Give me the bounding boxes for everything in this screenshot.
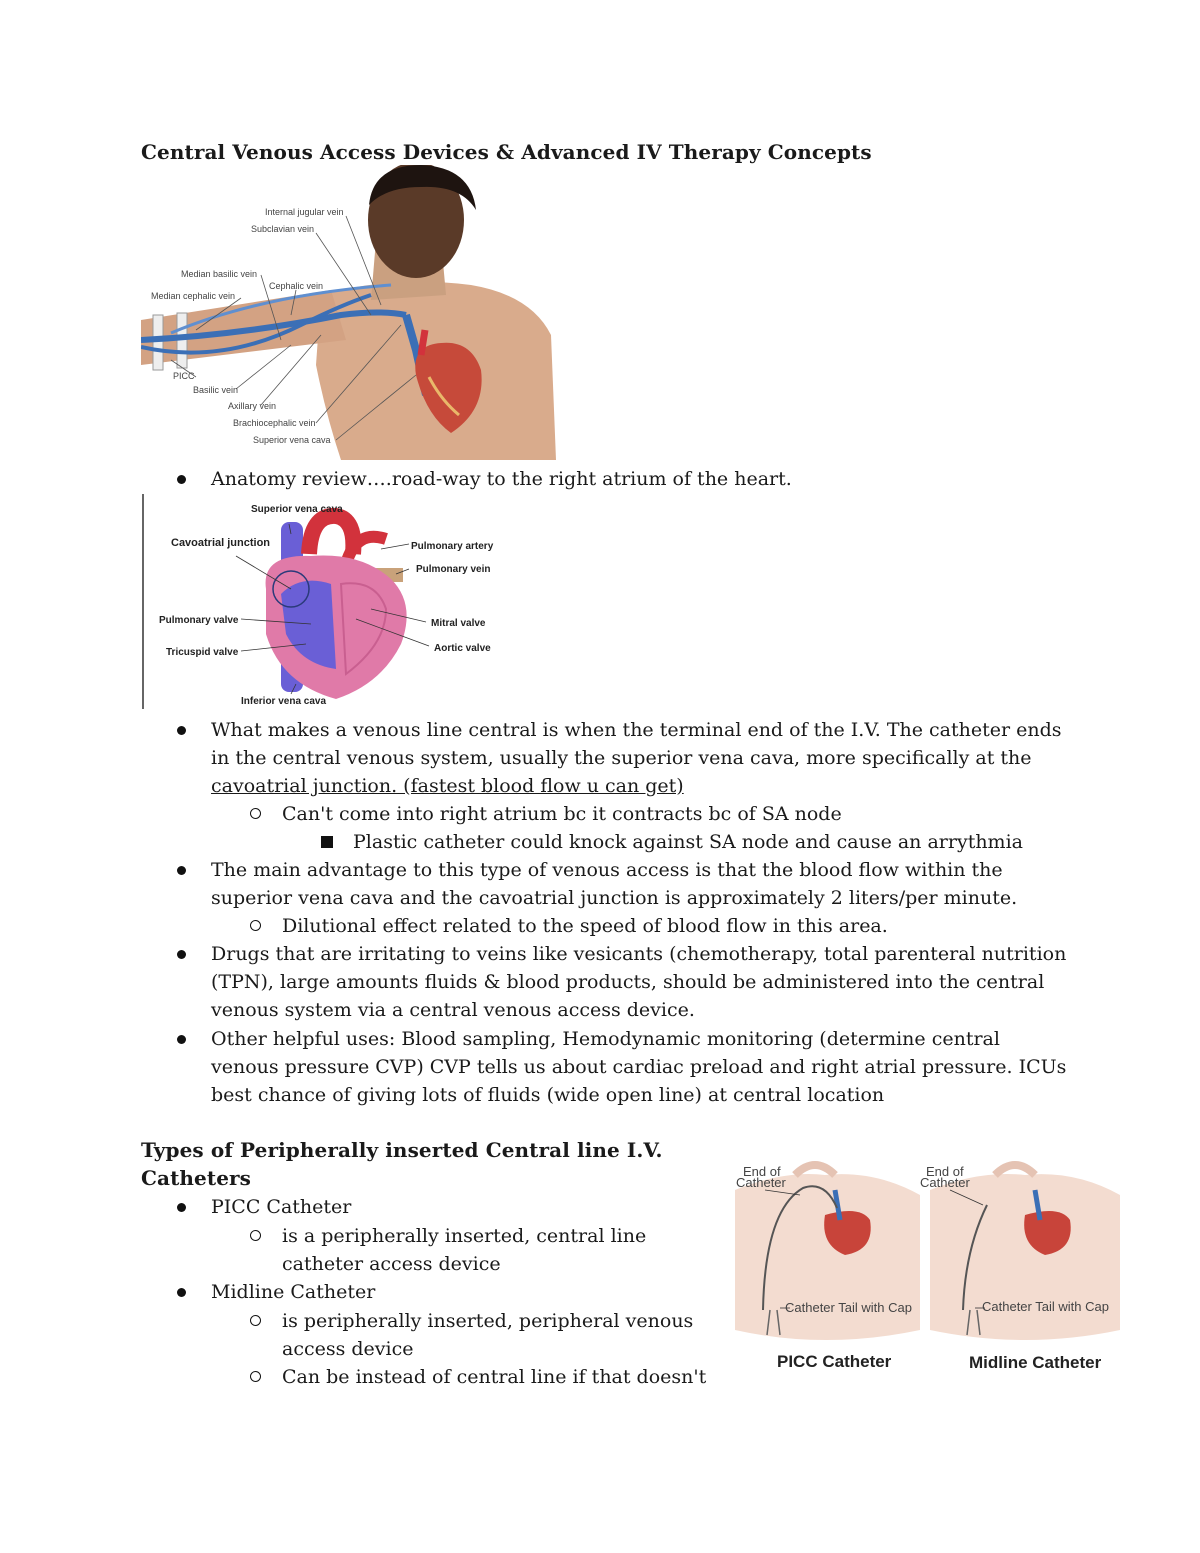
label-cavoatrial-junction: Cavoatrial junction <box>171 537 270 549</box>
text-midline-catheter: Midline Catheter <box>211 1281 376 1303</box>
label-tricuspid-valve: Tricuspid valve <box>166 647 239 658</box>
label-picc: PICC <box>173 371 195 381</box>
heading-central-venous: Central Venous Access Devices & Advanced… <box>141 140 872 164</box>
text-picc-catheter: PICC Catheter <box>211 1196 352 1218</box>
label-pulmonary-valve: Pulmonary valve <box>159 615 239 626</box>
bullet-dot <box>177 1203 186 1212</box>
bullet-circle <box>250 808 261 819</box>
caption-midline: Midline Catheter <box>969 1353 1102 1372</box>
label-cephalic: Cephalic vein <box>269 281 323 291</box>
label-pulmonary-artery: Pulmonary artery <box>411 541 494 552</box>
text-midline-desc-3: Can be instead of central line if that d… <box>282 1366 707 1388</box>
label-mitral-valve: Mitral valve <box>431 618 486 629</box>
text-right-atrium: Can't come into right atrium bc it contr… <box>282 803 842 825</box>
text-anatomy-review: Anatomy review….road-way to the right at… <box>211 468 792 490</box>
label-axillary: Axillary vein <box>228 401 276 411</box>
text-advantage-2: superior vena cava and the cavoatrial ju… <box>211 887 1018 909</box>
bullet-dot <box>177 1288 186 1297</box>
heading-types-line2: Catheters <box>141 1166 252 1190</box>
bullet-circle <box>250 1230 261 1241</box>
label-aortic-valve: Aortic valve <box>434 643 491 654</box>
label-pulmonary-vein: Pulmonary vein <box>416 564 490 575</box>
bullet-circle <box>250 1315 261 1326</box>
label-subclavian: Subclavian vein <box>251 224 314 234</box>
text-advantage-1: The main advantage to this type of venou… <box>211 859 1003 881</box>
text-other-3: best chance of giving lots of fluids (wi… <box>211 1084 885 1106</box>
bullet-dot <box>177 475 186 484</box>
bullet-dot <box>177 1035 186 1044</box>
bullet-square <box>321 836 333 848</box>
bullet-circle <box>250 1371 261 1382</box>
text-other-1: Other helpful uses: Blood sampling, Hemo… <box>211 1028 1000 1050</box>
bullet-dot <box>177 950 186 959</box>
label-svc-heart: Superior vena cava <box>251 504 343 515</box>
figure-vein-anatomy: Internal jugular vein Subclavian vein Me… <box>141 165 561 460</box>
heading-types-line1: Types of Peripherally inserted Central l… <box>141 1138 663 1162</box>
text-midline-desc-1: is peripherally inserted, peripheral ven… <box>282 1310 694 1332</box>
label-median-basilic: Median basilic vein <box>181 269 257 279</box>
label-median-cephalic: Median cephalic vein <box>151 291 235 301</box>
text-drugs-1: Drugs that are irritating to veins like … <box>211 943 1067 965</box>
label-internal-jugular: Internal jugular vein <box>265 207 344 217</box>
text-central-1: What makes a venous line central is when… <box>211 719 1062 741</box>
bullet-dot <box>177 866 186 875</box>
label-end-of-left: End of <box>743 1164 781 1179</box>
label-svc: Superior vena cava <box>253 435 331 445</box>
text-central-2: in the central venous system, usually th… <box>211 747 1032 769</box>
text-midline-desc-2: access device <box>282 1338 414 1360</box>
bullet-circle <box>250 920 261 931</box>
text-drugs-2: (TPN), large amounts fluids & blood prod… <box>211 971 1045 993</box>
label-basilic: Basilic vein <box>193 385 238 395</box>
text-other-2: venous pressure CVP) CVP tells us about … <box>211 1056 1067 1078</box>
label-end-of-right: End of <box>926 1164 964 1179</box>
text-plastic-catheter: Plastic catheter could knock against SA … <box>353 831 1023 853</box>
label-brachiocephalic: Brachiocephalic vein <box>233 418 316 428</box>
text-drugs-3: venous system via a central venous acces… <box>211 999 695 1021</box>
bullet-dot <box>177 726 186 735</box>
text-picc-desc-1: is a peripherally inserted, central line <box>282 1225 647 1247</box>
text-central-3: cavoatrial junction. (fastest blood flow… <box>211 775 684 797</box>
text-dilutional: Dilutional effect related to the speed o… <box>282 915 888 937</box>
figure-picc-vs-midline: End of Catheter Catheter Tail with Cap P… <box>725 1150 1145 1380</box>
label-catheter-left: Catheter <box>736 1175 787 1190</box>
label-ivc: Inferior vena cava <box>241 696 326 707</box>
label-tail-left: Catheter Tail with Cap <box>785 1300 912 1315</box>
caption-picc: PICC Catheter <box>777 1352 892 1371</box>
label-catheter-right: Catheter <box>920 1175 971 1190</box>
figure-heart-anatomy: Superior vena cava Cavoatrial junction P… <box>141 494 506 709</box>
text-picc-desc-2: catheter access device <box>282 1253 501 1275</box>
label-tail-right: Catheter Tail with Cap <box>982 1299 1109 1314</box>
